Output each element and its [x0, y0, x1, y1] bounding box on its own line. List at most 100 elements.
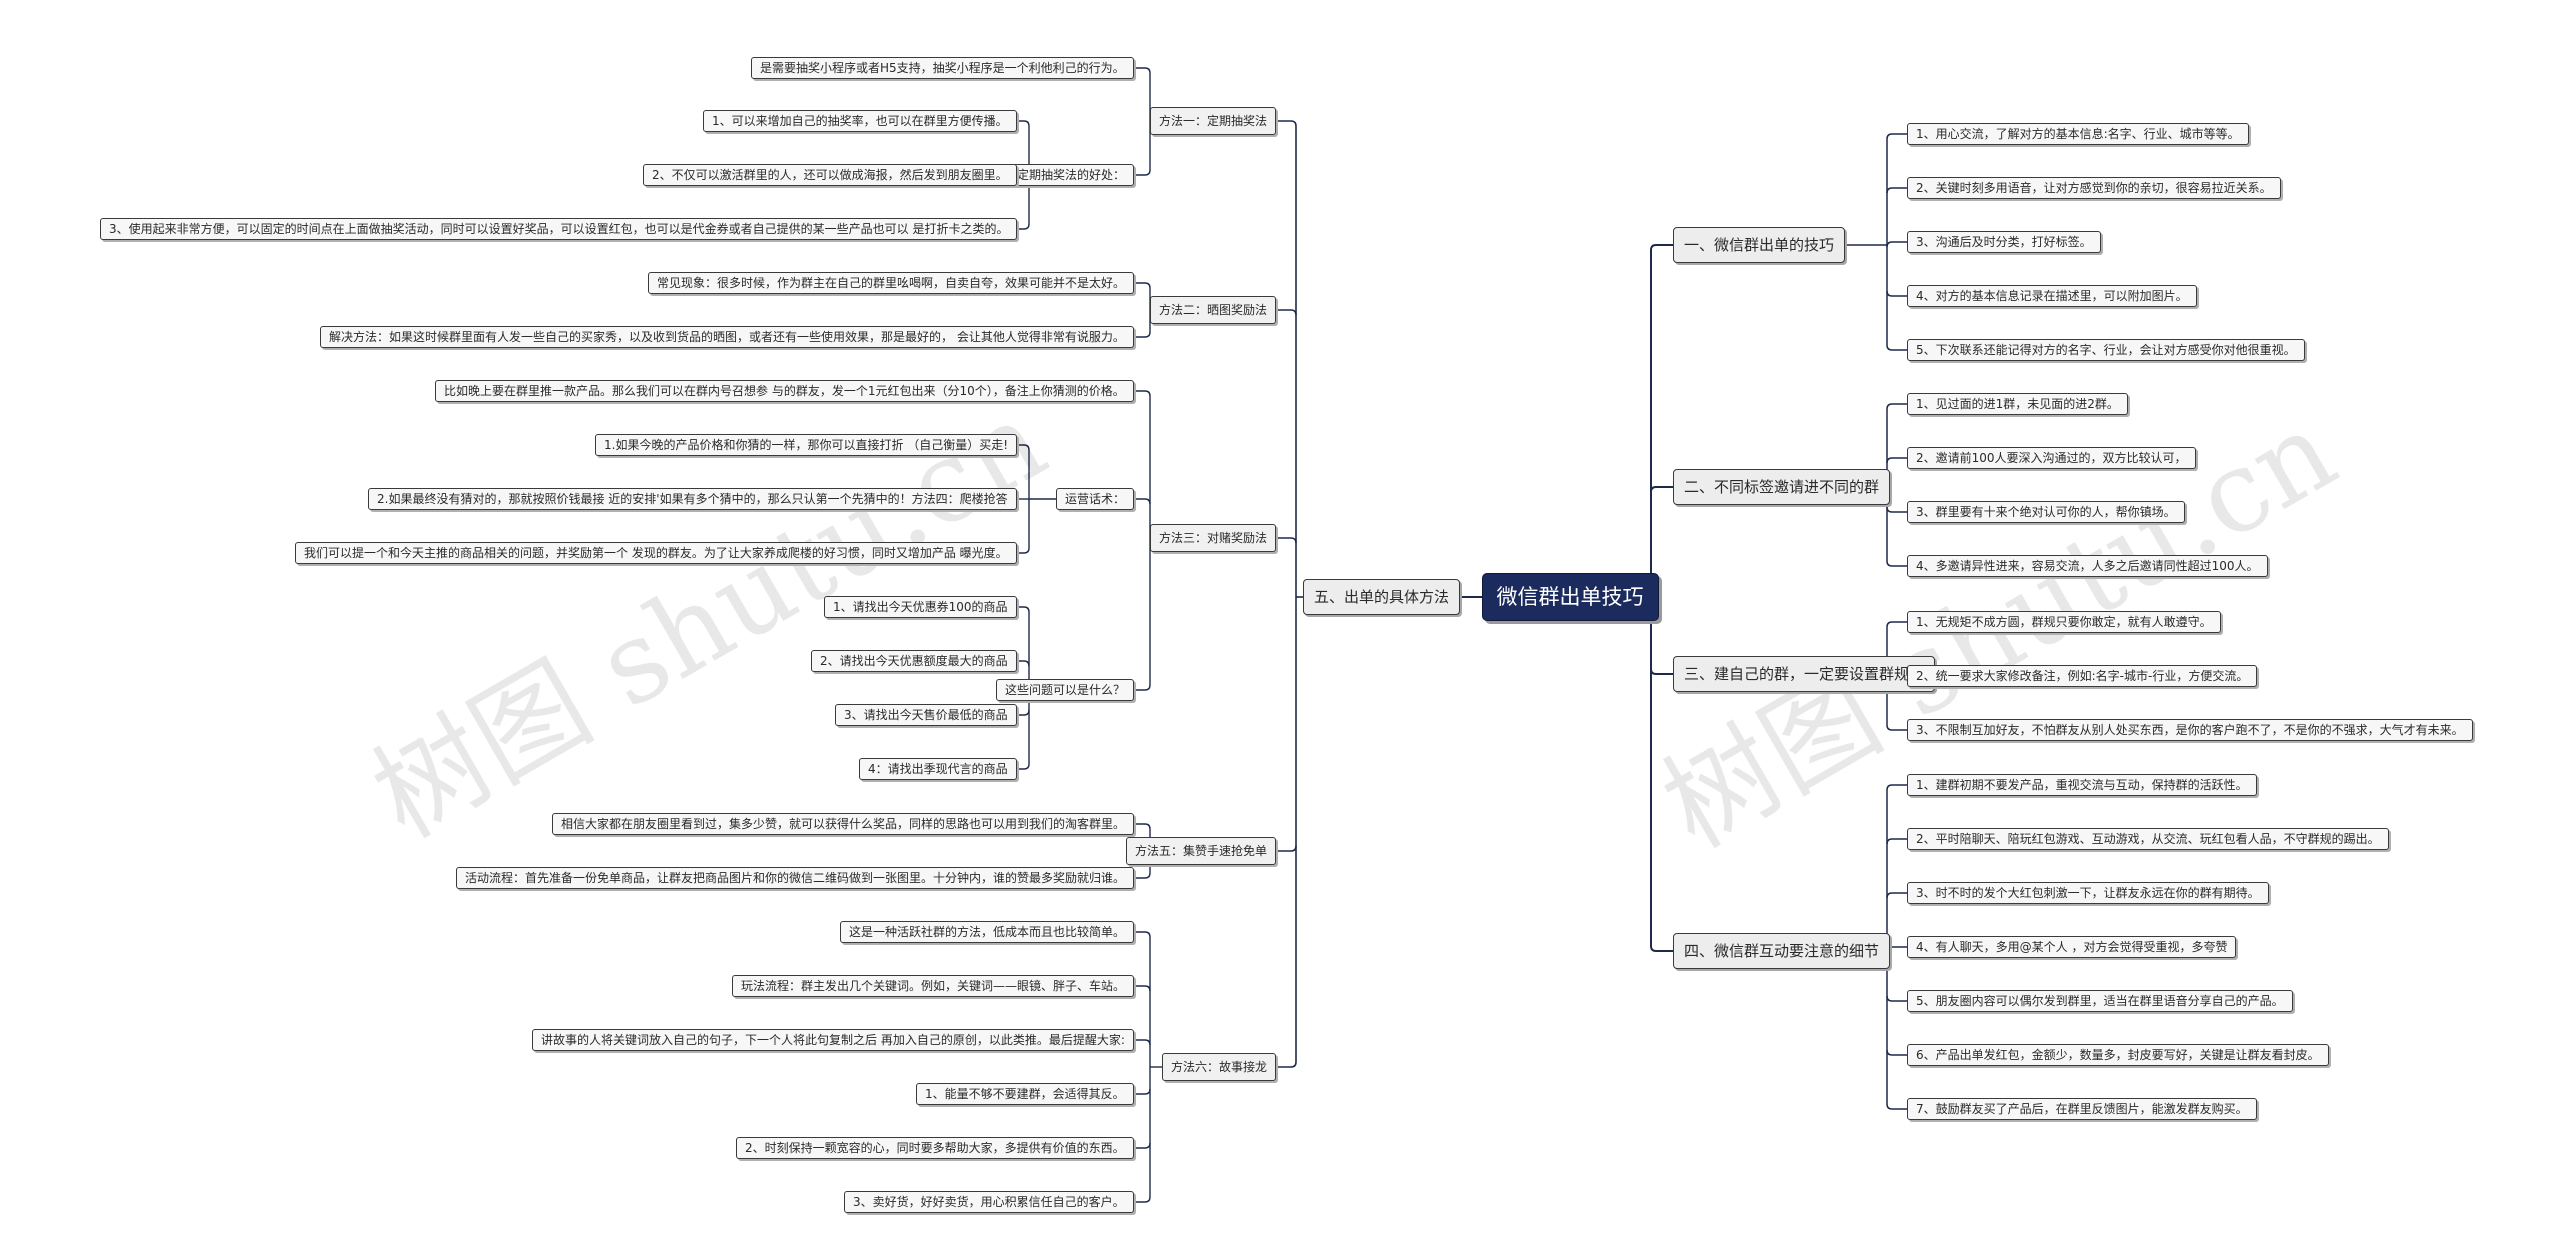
connector-line: [1134, 498, 1151, 505]
connector-line: [1650, 668, 1673, 675]
leaf-item[interactable]: 常见现象：很多时候，作为群主在自己的群里吆喝啊，自卖自夸，效果可能并不是太好。: [648, 272, 1135, 294]
connector-line: [1017, 547, 1030, 554]
branch-topic-4[interactable]: 四、微信群互动要注意的细节: [1673, 933, 1891, 969]
method-node-2[interactable]: 方法二：晒图奖励法: [1150, 296, 1277, 324]
leaf-item[interactable]: 4、有人聊天，多用@某个人 ，对方会觉得受重视，多夸赞: [1907, 936, 2237, 958]
connector-line: [1886, 621, 1907, 628]
connector-line: [1886, 241, 1907, 248]
leaf-item[interactable]: 1、见过面的进1群，未见面的进2群。: [1907, 393, 2128, 415]
connector-line: [1886, 995, 1907, 1002]
leaf-item[interactable]: 1.如果今晚的产品价格和你猜的一样，那你可以直接打折 （自己衡量）买走!: [595, 434, 1018, 456]
leaf-item[interactable]: 我们可以提一个和今天主推的商品相关的问题，并奖励第一个 发现的群友。为了让大家养…: [295, 542, 1017, 564]
connector-line: [1886, 784, 1907, 791]
leaf-item[interactable]: 4、多邀请异性进来，容易交流，人多之后邀请同性超过100人。: [1907, 555, 2268, 577]
leaf-item[interactable]: 讲故事的人将关键词放入自己的句子，下一个人将此句复制之后 再加入自己的原创，以此…: [532, 1029, 1134, 1051]
connector-line: [1017, 120, 1030, 127]
connector-line: [1134, 684, 1151, 691]
root-topic[interactable]: 微信群出单技巧: [1481, 573, 1659, 621]
leaf-item[interactable]: 相信大家都在朋友圈里看到过，集多少赞，就可以获得什么奖品，同样的思路也可以用到我…: [552, 813, 1135, 835]
connector-line: [1886, 892, 1907, 899]
leaf-item[interactable]: 3、不限制互加好友，不怕群友从别人处买东西，是你的客户跑不了，不是你的不强求，大…: [1907, 719, 2473, 741]
leaf-item[interactable]: 2、统一要求大家修改备注，例如:名字-城市-行业，方便交流。: [1907, 665, 2258, 687]
method-node-5[interactable]: 方法六：故事接龙: [1162, 1053, 1277, 1081]
branch-topic-2[interactable]: 二、不同标签邀请进不同的群: [1673, 469, 1891, 505]
leaf-item[interactable]: 6、产品出单发红包，金额少，数量多，封皮要写好，关键是让群友看封皮。: [1907, 1044, 2329, 1066]
leaf-item[interactable]: 3、沟通后及时分类，打好标签。: [1907, 231, 2101, 253]
leaf-item[interactable]: 2、平时陪聊天、陪玩红包游戏、互动游戏，从交流、玩红包看人品，不守群规的踢出。: [1907, 828, 2389, 850]
leaf-item[interactable]: 2、不仅可以激活群里的人，还可以做成海报，然后发到朋友圈里。: [643, 164, 1017, 186]
connector-line: [1886, 838, 1907, 845]
connector-line: [1886, 344, 1907, 351]
leaf-item[interactable]: 3、使用起来非常方便，可以固定的时间点在上面做抽奖活动，同时可以设置好奖品，可以…: [100, 218, 1018, 240]
sub-topic-node[interactable]: 这些问题可以是什么？: [996, 679, 1135, 701]
method-node-4[interactable]: 方法五：集赞手速抢免单: [1126, 837, 1277, 865]
leaf-item[interactable]: 3、时不时的发个大红包刺激一下，让群友永远在你的群有期待。: [1907, 882, 2269, 904]
connector-line: [1134, 282, 1151, 289]
connector-line: [1276, 537, 1297, 544]
connector-line: [1134, 872, 1151, 879]
branch-topic-3[interactable]: 三、建自己的群，一定要设置群规。: [1673, 656, 1936, 692]
leaf-item[interactable]: 玩法流程：群主发出几个关键词。例如，关键词——眼镜、胖子、车站。: [732, 975, 1135, 997]
connector-line: [1134, 931, 1151, 938]
leaf-item[interactable]: 3、群里要有十来个绝对认可你的人，帮你镇场。: [1907, 501, 2185, 523]
connector-line: [1017, 606, 1030, 613]
connector-line: [1886, 724, 1907, 731]
connector-line: [1017, 444, 1030, 451]
leaf-item[interactable]: 2、邀请前100人要深入沟通过的，双方比较认可，: [1907, 447, 2196, 469]
connector-line: [1650, 244, 1673, 251]
leaf-item[interactable]: 这是一种活跃社群的方法，低成本而且也比较简单。: [840, 921, 1135, 943]
leaf-item[interactable]: 7、鼓励群友买了产品后，在群里反馈图片，能激发群友购买。: [1907, 1098, 2257, 1120]
leaf-item[interactable]: 4、对方的基本信息记录在描述里，可以附加图片。: [1907, 285, 2197, 307]
leaf-item[interactable]: 活动流程：首先准备一份免单商品，让群友把商品图片和你的微信二维码做到一张图里。十…: [456, 867, 1135, 889]
connector-line: [1276, 845, 1297, 852]
branch-topic-1[interactable]: 一、微信群出单的技巧: [1673, 227, 1846, 263]
connector-line: [1886, 403, 1907, 410]
connector-line: [1017, 223, 1030, 230]
connector-line: [1276, 1061, 1297, 1068]
connector-line: [1134, 1088, 1151, 1095]
connector-line: [1017, 709, 1030, 716]
connector-line: [1650, 486, 1673, 493]
leaf-item[interactable]: 是需要抽奖小程序或者H5支持，抽奖小程序是一个利他利己的行为。: [751, 57, 1134, 79]
leaf-item[interactable]: 1、建群初期不要发产品，重视交流与互动，保持群的活跃性。: [1907, 774, 2257, 796]
connector-line: [1650, 945, 1673, 952]
connector-line: [1017, 763, 1030, 770]
connector-line: [1134, 1142, 1151, 1149]
connector-line: [1017, 660, 1030, 667]
leaf-item[interactable]: 解决方法：如果这时候群里面有人发一些自己的买家秀，以及收到货品的晒图，或者还有一…: [320, 326, 1134, 348]
leaf-item[interactable]: 5、下次联系还能记得对方的名字、行业，会让对方感受你对他很重视。: [1907, 339, 2305, 361]
leaf-item[interactable]: 5、朋友圈内容可以偶尔发到群里，适当在群里语音分享自己的产品。: [1907, 990, 2293, 1012]
leaf-item[interactable]: 1、请找出今天优惠券100的商品: [824, 596, 1017, 618]
leaf-item[interactable]: 2、关键时刻多用语音，让对方感觉到你的亲切，很容易拉近关系。: [1907, 177, 2281, 199]
leaf-item[interactable]: 4：请找出季现代言的商品: [859, 758, 1017, 780]
leaf-item[interactable]: 1、可以来增加自己的抽奖率，也可以在群里方便传播。: [703, 110, 1017, 132]
connector-line: [1886, 290, 1907, 297]
connector-line: [1886, 133, 1907, 140]
branch-topic-5[interactable]: 五、出单的具体方法: [1303, 579, 1461, 615]
leaf-item[interactable]: 1、能量不够不要建群，会适得其反。: [916, 1083, 1134, 1105]
leaf-item[interactable]: 2、请找出今天优惠额度最大的商品: [811, 650, 1017, 672]
leaf-item[interactable]: 3、请找出今天售价最低的商品: [835, 704, 1017, 726]
connector-line: [1134, 823, 1151, 830]
leaf-item[interactable]: 3、卖好货，好好卖货，用心积累信任自己的客户。: [844, 1191, 1134, 1213]
leaf-item[interactable]: 2、时刻保持一颗宽容的心，同时要多帮助大家，多提供有价值的东西。: [736, 1137, 1134, 1159]
connector-line: [1134, 1196, 1151, 1203]
leaf-item[interactable]: 1、无规矩不成方圆，群规只要你敢定，就有人敢遵守。: [1907, 611, 2221, 633]
leaf-item[interactable]: 2.如果最终没有猜对的，那就按照价钱最接 近的安排'如果有多个猜中的，那么只认第…: [368, 488, 1017, 510]
sub-topic-node[interactable]: 定期抽奖法的好处：: [1008, 164, 1135, 186]
connector-line: [1276, 120, 1297, 127]
connector-line: [1276, 309, 1297, 316]
connector-line: [1886, 1049, 1907, 1056]
sub-topic-node[interactable]: 运营话术：: [1056, 488, 1135, 510]
connector-line: [1886, 457, 1907, 464]
leaf-item[interactable]: 比如晚上要在群里推一款产品。那么我们可以在群内号召想参 与的群友，发一个1元红包…: [435, 380, 1134, 402]
connector-line: [1886, 560, 1907, 567]
connector-line: [1886, 506, 1907, 513]
method-node-3[interactable]: 方法三：对赌奖励法: [1150, 524, 1277, 552]
connector-line: [1134, 390, 1151, 397]
connector-line: [1134, 67, 1151, 74]
method-node-1[interactable]: 方法一：定期抽奖法: [1150, 107, 1277, 135]
connector-line: [1134, 1039, 1151, 1046]
leaf-item[interactable]: 1、用心交流，了解对方的基本信息:名字、行业、城市等等。: [1907, 123, 2249, 145]
